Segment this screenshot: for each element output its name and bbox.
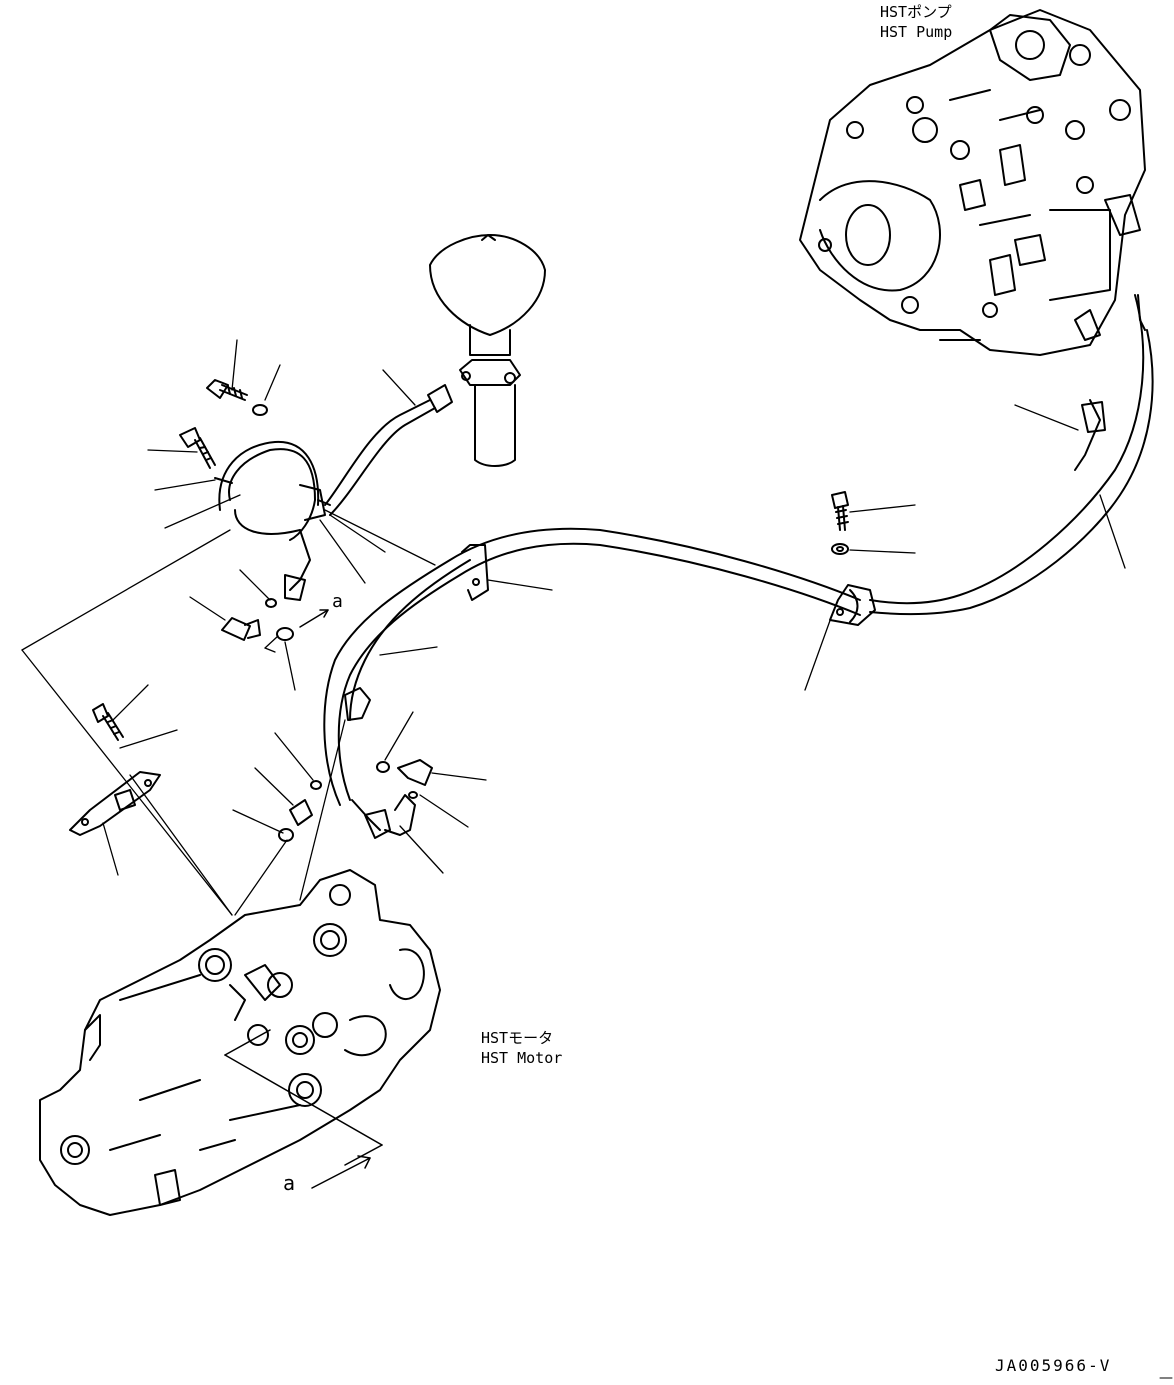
leader-lines [21,339,1126,916]
drawing-code: JA005966-V [995,1356,1111,1375]
motor-label-en: HST Motor [481,1049,562,1067]
upper-left-hose-assembly [218,384,453,601]
accumulator-drawing [429,234,546,467]
pump-label-en: HST Pump [880,23,952,41]
view-a-label-lower: a [283,1171,295,1195]
hose-pump-to-clamp [869,294,1154,616]
motor-label-jp: HSTモータ [481,1029,553,1047]
main-hose-pair [323,527,876,839]
view-a-label-upper: a [332,591,343,612]
hst-pump-drawing [799,9,1146,356]
view-a-section-lower [224,1029,383,1189]
pump-label-jp: HSTポンプ [880,3,952,21]
hst-motor-drawing [39,869,441,1216]
view-a-arrow-upper [299,609,329,628]
small-parts [69,379,849,842]
